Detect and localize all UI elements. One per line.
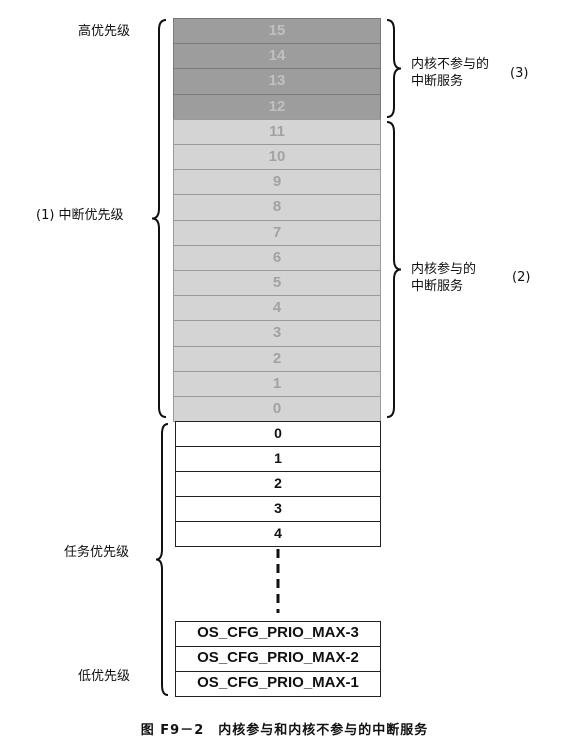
interrupt-level-0: 0 bbox=[173, 396, 381, 423]
interrupt-level-9: 9 bbox=[173, 169, 381, 196]
low-priority-label: 低优先级 bbox=[78, 669, 131, 684]
task-level-0: 0 bbox=[175, 421, 381, 447]
task-level-1: 1 bbox=[175, 446, 381, 472]
task-level-max-1: OS_CFG_PRIO_MAX-3 bbox=[175, 621, 381, 647]
kernel-unaware-label-line2: 中断服务 bbox=[411, 74, 464, 89]
interrupt-level-11: 11 bbox=[173, 118, 381, 145]
interrupt-level-5: 5 bbox=[173, 270, 381, 297]
task-level-3: 3 bbox=[175, 496, 381, 522]
task-level-2: 2 bbox=[175, 471, 381, 497]
interrupt-level-3: 3 bbox=[173, 320, 381, 347]
interrupt-level-4: 4 bbox=[173, 295, 381, 322]
task-priority-label: 任务优先级 bbox=[64, 545, 130, 560]
interrupt-level-10: 10 bbox=[173, 144, 381, 171]
high-priority-label: 高优先级 bbox=[78, 24, 131, 39]
kernel-unaware-brace bbox=[386, 19, 402, 118]
task-level-max-3: OS_CFG_PRIO_MAX-1 bbox=[175, 671, 381, 697]
interrupt-level-2: 2 bbox=[173, 345, 381, 372]
figure-caption: 图 F9－2 内核参与和内核不参与的中断服务 bbox=[140, 723, 429, 738]
kernel-aware-label-line1: 内核参与的 bbox=[411, 262, 477, 277]
interrupt-level-7: 7 bbox=[173, 219, 381, 246]
kernel-unaware-label-line1: 内核不参与的 bbox=[411, 57, 490, 72]
interrupt-level-6: 6 bbox=[173, 244, 381, 271]
kernel-aware-label-line2: 中断服务 bbox=[411, 279, 464, 294]
interrupt-level-12: 12 bbox=[173, 93, 381, 120]
interrupt-level-13: 13 bbox=[173, 68, 381, 95]
interrupt-level-8: 8 bbox=[173, 194, 381, 221]
task-level-max-2: OS_CFG_PRIO_MAX-2 bbox=[175, 646, 381, 672]
interrupt-level-15: 15 bbox=[173, 18, 381, 45]
interrupt-priority-brace bbox=[151, 19, 167, 418]
kernel-aware-tag: (2) bbox=[512, 270, 531, 285]
kernel-unaware-tag: (3) bbox=[510, 66, 529, 81]
interrupt-level-1: 1 bbox=[173, 370, 381, 397]
task-level-4: 4 bbox=[175, 521, 381, 547]
task-priority-brace bbox=[155, 423, 169, 696]
kernel-aware-brace bbox=[386, 121, 402, 418]
interrupt-priority-label: (1) 中断优先级 bbox=[36, 208, 124, 223]
interrupt-level-14: 14 bbox=[173, 43, 381, 70]
